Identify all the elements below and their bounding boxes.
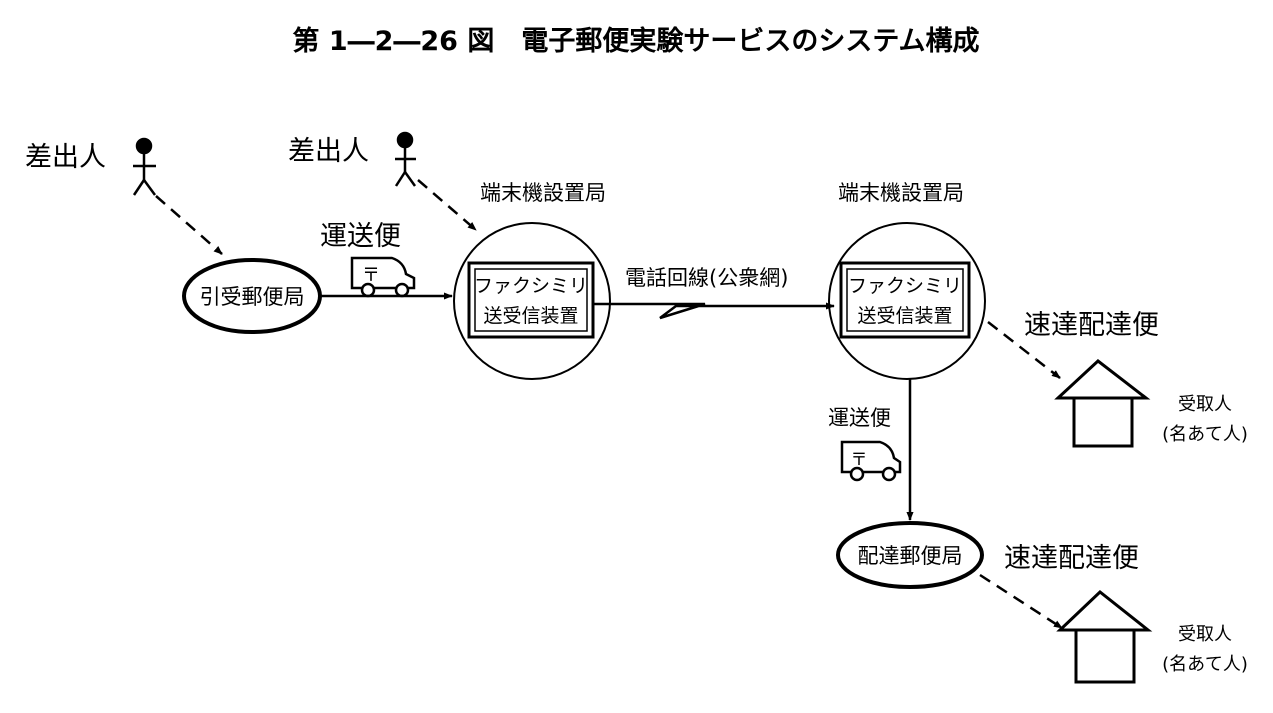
delivery-post-office: 配達郵便局 xyxy=(836,521,984,589)
transport-1-label: 運送便 xyxy=(320,221,401,252)
fax-device-2-line2: 送受信装置 xyxy=(857,305,952,327)
terminal-station-2: 端末機設置局 ファクシミリ 送受信装置 xyxy=(828,181,986,380)
sender-1-arrow xyxy=(155,195,223,255)
person-icon xyxy=(394,131,417,187)
truck-mark: 〒 xyxy=(362,265,380,286)
figure-title: 第 1―2―26 図 電子郵便実験サービスのシステム構成 xyxy=(292,25,979,57)
express-delivery-1-arrow xyxy=(987,321,1061,379)
pickup-post-office: 引受郵便局 xyxy=(182,258,322,334)
fax-device-2-line1: ファクシミリ xyxy=(848,275,962,297)
sender-2-arrow xyxy=(417,179,477,231)
fax-device-1-line2: 送受信装置 xyxy=(483,305,578,327)
phone-line-label: 電話回線(公衆網) xyxy=(625,266,788,290)
transport-2-label: 運送便 xyxy=(828,406,891,430)
express-delivery-1-label: 速達配達便 xyxy=(1024,310,1159,341)
terminal-station-2-label: 端末機設置局 xyxy=(838,181,964,205)
recipient-house-1-icon xyxy=(1054,359,1151,448)
terminal-station-1-label: 端末機設置局 xyxy=(480,181,606,205)
truck-mark: 〒 xyxy=(851,450,868,470)
fax-device-1-line1: ファクシミリ xyxy=(474,275,588,297)
sender-2-label: 差出人 xyxy=(288,136,369,167)
sender-2: 差出人 xyxy=(288,131,417,187)
recipient-2-line2: (名あて人) xyxy=(1162,654,1248,675)
mail-truck-icon: 〒 xyxy=(350,256,416,298)
person-icon xyxy=(132,137,157,196)
recipient-1-line2: (名あて人) xyxy=(1162,424,1248,445)
sender-1-label: 差出人 xyxy=(25,142,106,173)
sender-1: 差出人 xyxy=(25,137,157,196)
delivery-post-office-label: 配達郵便局 xyxy=(858,544,963,568)
pickup-post-office-label: 引受郵便局 xyxy=(200,285,305,309)
express-delivery-2-label: 速達配達便 xyxy=(1004,543,1139,574)
recipient-1-line1: 受取人 xyxy=(1178,394,1232,415)
recipient-2-line1: 受取人 xyxy=(1178,624,1232,645)
express-delivery-2-arrow xyxy=(979,573,1063,630)
mail-truck-icon: 〒 xyxy=(840,440,902,482)
recipient-house-2-icon xyxy=(1056,590,1153,684)
terminal-station-1: 端末機設置局 ファクシミリ 送受信装置 xyxy=(453,181,611,380)
phone-line-arrow xyxy=(593,302,835,320)
